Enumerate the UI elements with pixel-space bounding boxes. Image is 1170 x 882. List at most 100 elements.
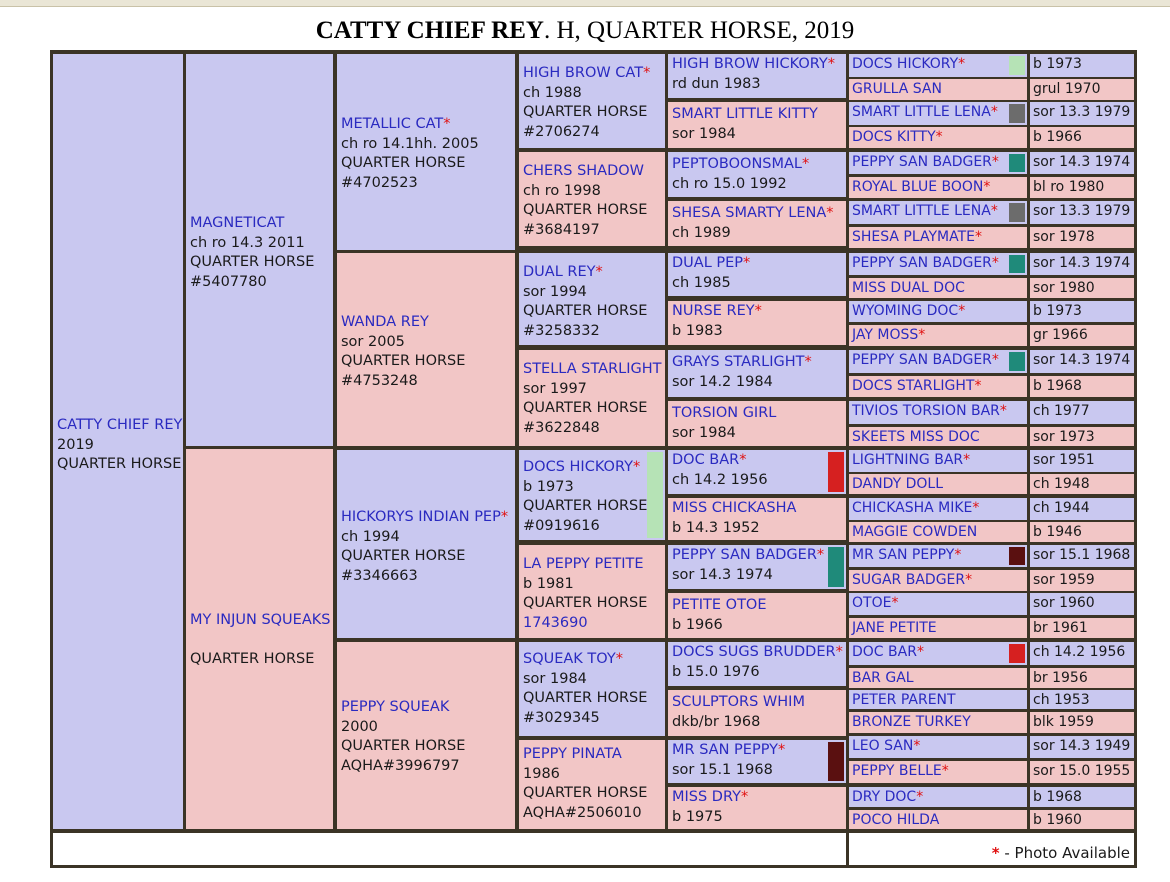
horse-name-link[interactable]: DOC BAR [852, 644, 917, 660]
horse-name-link[interactable]: PEPTOBOONSMAL [672, 156, 802, 172]
horse-detail-line: sor 1960 [1033, 595, 1095, 611]
horse-name-link[interactable]: MISS DRY [672, 789, 741, 805]
horse-name-link[interactable]: DOCS HICKORY [523, 459, 633, 475]
horse-name-link[interactable]: GRAYS STARLIGHT [672, 354, 805, 370]
horse-name-link[interactable]: SHESA SMARTY LENA [672, 205, 827, 221]
pedigree-cell-shesa-smarty-lena: SHESA SMARTY LENA*ch 1989 [668, 201, 846, 246]
horse-name-link[interactable]: PETITE OTOE [672, 597, 767, 613]
horse-name-link[interactable]: SHESA PLAYMATE [852, 229, 976, 245]
horse-name-link[interactable]: OTOE [852, 595, 892, 611]
horse-name-link[interactable]: DUAL REY [523, 264, 596, 280]
horse-name-link[interactable]: DRY DOC [852, 789, 917, 805]
horse-name-link[interactable]: SMART LITTLE LENA [852, 203, 991, 219]
horse-name-link[interactable]: HIGH BROW CAT [523, 65, 644, 81]
photo-available-star: * [615, 651, 624, 667]
photo-available-star: * [443, 116, 451, 132]
horse-name-link[interactable]: LA PEPPY PETITE [523, 556, 644, 572]
horse-name-link[interactable]: LIGHTNING BAR [852, 452, 964, 468]
horse-name-link[interactable]: CATTY CHIEF REY [57, 417, 183, 433]
photo-available-star: * [935, 129, 943, 145]
horse-name-link[interactable]: MAGNETICAT [190, 215, 285, 231]
horse-name-line: BAR GAL [852, 670, 1027, 687]
horse-name-link[interactable]: JAY MOSS [852, 327, 919, 343]
horse-name-link[interactable]: DOCS KITTY [852, 129, 936, 145]
horse-name-link[interactable]: WYOMING DOC [852, 303, 959, 319]
horse-name-link[interactable]: GRULLA SAN [852, 81, 942, 97]
photo-available-star: * [643, 65, 651, 81]
pedigree-info-grulla-san: grul 1970 [1030, 79, 1134, 100]
horse-name-link[interactable]: MY INJUN SQUEAKS [190, 612, 331, 628]
pedigree-cell-smart-little-lena: SMART LITTLE LENA* [849, 201, 1027, 224]
horse-name-link[interactable]: MR SAN PEPPY [852, 547, 955, 563]
horse-name-link[interactable]: BRONZE TURKEY [852, 714, 971, 730]
horse-name-link[interactable]: LEO SAN [852, 738, 914, 754]
horse-name-link[interactable]: POCO HILDA [852, 812, 940, 828]
horse-name-link[interactable]: DOCS SUGS BRUDDER [672, 644, 836, 660]
horse-name-line: DANDY DOLL [852, 476, 1027, 493]
horse-name-link[interactable]: PEPPY PINATA [523, 746, 622, 762]
horse-name-link[interactable]: DOC BAR [672, 452, 740, 468]
horse-name-line: MY INJUN SQUEAKS [190, 611, 333, 631]
horse-name-link[interactable]: HICKORYS INDIAN PEP [341, 509, 501, 525]
horse-name-link[interactable]: MAGGIE COWDEN [852, 524, 978, 540]
horse-detail-line: QUARTER HORSE [190, 651, 315, 667]
horse-detail-line: sor 14.3 1974 [1033, 352, 1131, 368]
horse-name-link[interactable]: PEPPY SAN BADGER [852, 154, 992, 170]
pedigree-cell-bar-gal: BAR GAL [849, 668, 1027, 688]
pedigree-info-peter-parent: ch 1953 [1030, 690, 1134, 709]
pedigree-cell-jay-moss: JAY MOSS* [849, 325, 1027, 346]
horse-name-link[interactable]: SKEETS MISS DOC [852, 429, 980, 445]
photo-available-star: * [804, 354, 812, 370]
horse-name-link[interactable]: STELLA STARLIGHT [523, 361, 662, 377]
horse-name-link[interactable]: HIGH BROW HICKORY [672, 56, 828, 72]
pedigree-cell-bronze-turkey: BRONZE TURKEY [849, 712, 1027, 733]
horse-name-link[interactable]: ROYAL BLUE BOON [852, 179, 984, 195]
horse-detail-line: rd dun 1983 [672, 75, 761, 92]
horse-name-link[interactable]: MISS CHICKASHA [672, 500, 797, 516]
horse-detail-line: QUARTER HORSE [57, 456, 182, 472]
horse-name-line: SUGAR BADGER* [852, 572, 1027, 589]
pedigree-info-jane-petite: br 1961 [1030, 618, 1134, 638]
horse-name-link[interactable]: SCULPTORS WHIM [672, 694, 805, 710]
horse-name-link[interactable]: MISS DUAL DOC [852, 280, 965, 296]
pedigree-info-smart-little-lena: sor 13.3 1979 [1030, 102, 1134, 125]
horse-name-link[interactable]: CHERS SHADOW [523, 163, 645, 179]
horse-name-link[interactable]: DOCS STARLIGHT [852, 378, 975, 394]
horse-name-link[interactable]: PEPPY SAN BADGER [852, 255, 992, 271]
color-swatch [1009, 56, 1025, 75]
horse-name-link[interactable]: NURSE REY [672, 303, 755, 319]
horse-detail-line: b 1968 [1033, 789, 1082, 805]
horse-name-link[interactable]: DUAL PEP [672, 255, 744, 271]
horse-name-link[interactable]: TORSION GIRL [672, 405, 777, 421]
horse-name-link[interactable]: PEPPY SAN BADGER [852, 352, 992, 368]
horse-name-link[interactable]: SQUEAK TOY [523, 651, 616, 667]
horse-name-link[interactable]: WANDA REY [341, 314, 429, 330]
horse-name-link[interactable]: MR SAN PEPPY [672, 742, 778, 758]
horse-detail-line: b 1973 [523, 478, 574, 495]
horse-name-line: MAGNETICAT [190, 214, 333, 234]
horse-name-link[interactable]: DANDY DOLL [852, 476, 943, 492]
horse-name-link[interactable]: SMART LITTLE LENA [852, 104, 991, 120]
horse-name-link[interactable]: TIVIOS TORSION BAR [852, 403, 1000, 419]
horse-name-link[interactable]: PEPPY SQUEAK [341, 699, 450, 715]
photo-available-star: * [916, 644, 924, 660]
horse-name-line: HIGH BROW CAT* [523, 64, 665, 84]
horse-name-link[interactable]: BAR GAL [852, 670, 914, 686]
horse-name-link[interactable]: CHICKASHA MIKE [852, 500, 973, 516]
horse-detail-line: br 1961 [1033, 620, 1088, 636]
horse-name-link[interactable]: DOCS HICKORY [852, 56, 959, 72]
horse-name-link[interactable]: SUGAR BADGER [852, 572, 966, 588]
registration-link[interactable]: 1743690 [523, 614, 588, 631]
horse-name-link[interactable]: PEPPY BELLE [852, 763, 942, 779]
horse-name-link[interactable]: PEPPY SAN BADGER [672, 547, 817, 563]
horse-name-link[interactable]: PETER PARENT [852, 692, 956, 708]
horse-detail-line: sor 15.1 1968 [672, 761, 773, 778]
horse-name-link[interactable]: JANE PETITE [852, 620, 937, 636]
horse-name-link[interactable]: SMART LITTLE KITTY [672, 106, 818, 122]
pedigree-cell-doc-bar: DOC BAR*ch 14.2 1956 [668, 450, 846, 494]
pedigree-info-sugar-badger: sor 1959 [1030, 570, 1134, 591]
pedigree-cell-otoe: OTOE* [849, 593, 1027, 615]
horse-name-link[interactable]: METALLIC CAT [341, 116, 444, 132]
